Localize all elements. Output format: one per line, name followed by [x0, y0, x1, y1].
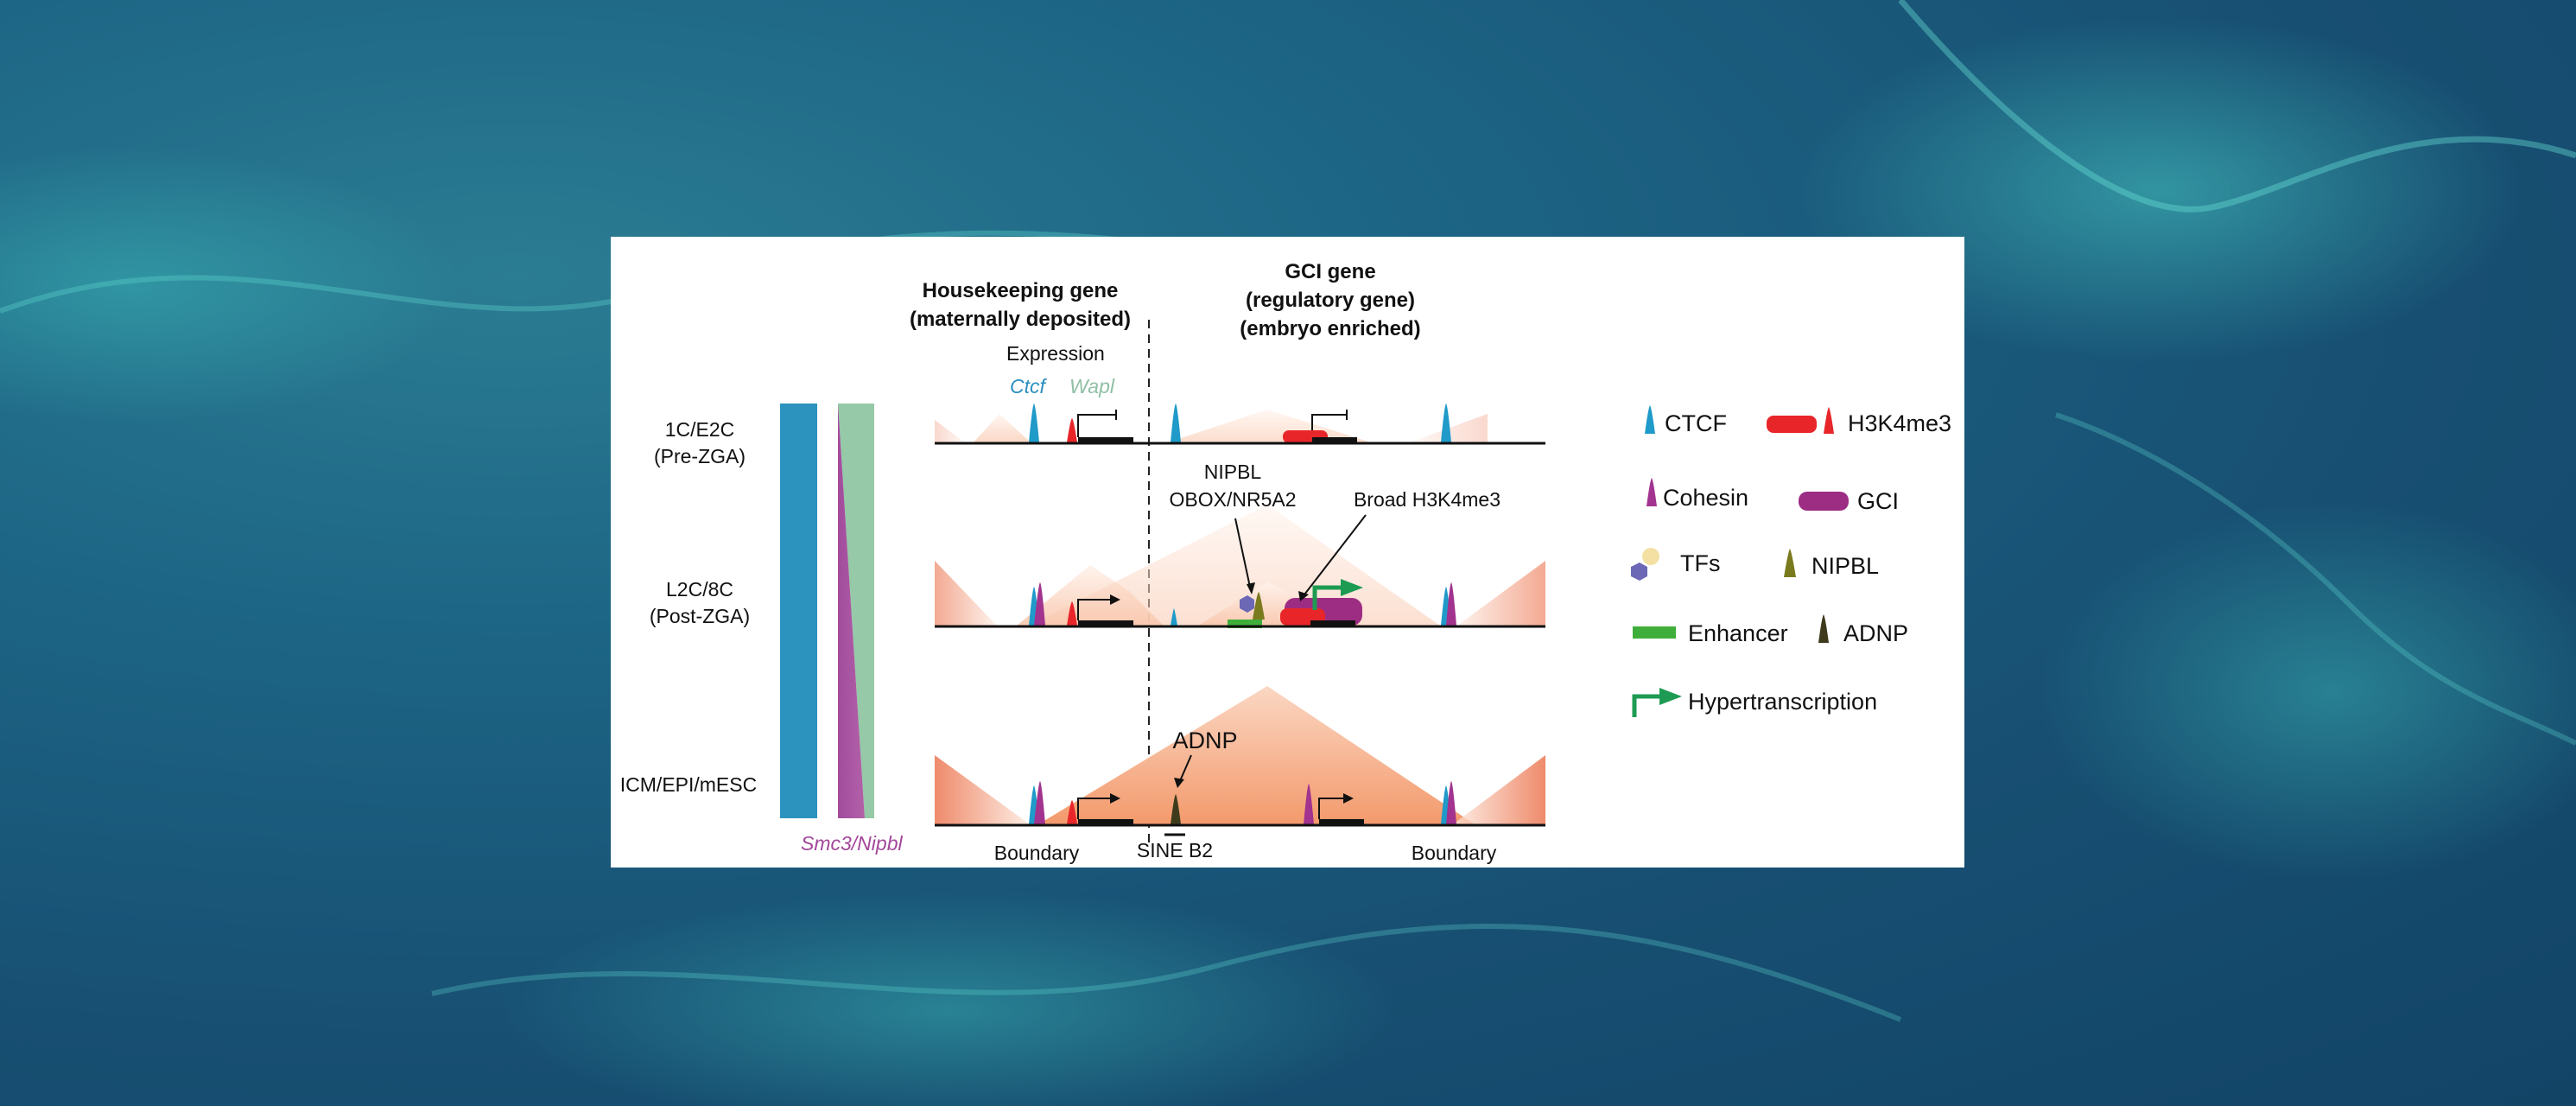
- ctcf-peak: [1029, 404, 1039, 442]
- h3k4me3-peak: [1067, 418, 1077, 442]
- smc3-nipbl-expression-bar: [838, 404, 865, 818]
- tad-left-faint: [935, 414, 1031, 442]
- expression-title: Expression: [1006, 342, 1105, 365]
- cohesin-peak: [1446, 781, 1456, 824]
- housekeeping-heading-line1: Housekeeping gene: [923, 279, 1119, 302]
- tss-arrow: [1077, 414, 1116, 437]
- gci-heading-line3: (embryo enriched): [1240, 317, 1420, 340]
- broad-h3k4me3-annotation: Broad H3K4me3: [1354, 488, 1501, 511]
- nipbl-pointer-head: [1247, 582, 1255, 594]
- nipbl-annotation: NIPBL: [1204, 461, 1262, 483]
- smc3-nipbl-expression-label: Smc3/Nipbl: [801, 832, 903, 855]
- legend-hypertranscription-icon: [1632, 694, 1663, 717]
- tss-arrow: [1077, 798, 1112, 819]
- legend-adnp-icon: [1818, 614, 1829, 643]
- adnp-pointer: [1178, 754, 1192, 784]
- legend-h3k4me3-peak-icon: [1824, 407, 1834, 434]
- cohesin-peak: [1034, 781, 1045, 824]
- tad-left-edge-faint: [935, 420, 965, 442]
- tad-left: [935, 561, 997, 626]
- ctcf-peak: [1441, 404, 1451, 442]
- stage-1-line2: (Pre-ZGA): [654, 445, 746, 467]
- legend: CTCF H3K4me3 Cohesin GCI TFs NIPBL Enhan…: [1631, 405, 1951, 717]
- track-icm-epi-mesc: [935, 686, 1545, 836]
- legend-cohesin-label: Cohesin: [1663, 485, 1748, 511]
- ctcf-peak: [1171, 404, 1181, 442]
- adnp-annotation: ADNP: [1172, 728, 1237, 753]
- gene-body: [1312, 437, 1357, 443]
- legend-ctcf-label: CTCF: [1665, 410, 1727, 436]
- h3k4me3-peak: [1067, 601, 1077, 626]
- legend-hypertranscription-arrowhead: [1659, 688, 1682, 705]
- hypertranscription-arrowhead: [1341, 579, 1363, 596]
- wapl-expression-label: Wapl: [1069, 375, 1115, 397]
- legend-tf-blue-icon: [1631, 563, 1647, 581]
- adnp-peak: [1171, 794, 1181, 824]
- adnp-pointer-head: [1174, 778, 1184, 788]
- tad-large-soft: [1030, 505, 1440, 626]
- tss-arrowhead: [1110, 793, 1120, 804]
- gene-body: [1078, 819, 1133, 825]
- h3k4me3-pointer-head: [1298, 591, 1309, 601]
- tad-large: [1038, 686, 1475, 824]
- tad-right: [1457, 561, 1545, 626]
- tss-arrow: [1077, 599, 1112, 620]
- boundary-right-label: Boundary: [1412, 842, 1497, 864]
- h3k4me3-peak: [1067, 800, 1077, 824]
- legend-cohesin-icon: [1646, 478, 1657, 506]
- wapl-expression-bar: [838, 404, 874, 818]
- boundary-left-label: Boundary: [994, 842, 1080, 864]
- gci-heading-line2: (regulatory gene): [1246, 289, 1415, 312]
- ctcf-expression-bar: [780, 404, 817, 818]
- tad-right: [1453, 755, 1545, 824]
- housekeeping-heading-line2: (maternally deposited): [910, 308, 1131, 331]
- tss-arrowhead: [1343, 793, 1354, 804]
- legend-h3k4me3-label: H3K4me3: [1848, 410, 1951, 436]
- stage-2-line2: (Post-ZGA): [650, 605, 750, 627]
- tss-arrow: [1318, 798, 1345, 819]
- enhancer-block: [1228, 620, 1262, 628]
- gci-heading-line1: GCI gene: [1285, 260, 1375, 283]
- cohesin-peak: [1304, 784, 1314, 824]
- legend-enhancer-icon: [1633, 626, 1676, 639]
- legend-tf-yellow-icon: [1642, 548, 1659, 565]
- legend-hypertranscription-label: Hypertranscription: [1688, 689, 1877, 715]
- gene-body: [1310, 620, 1355, 626]
- ctcf-peak-small: [1171, 608, 1177, 626]
- stage-1-line1: 1C/E2C: [665, 418, 735, 441]
- tss-arrow: [1311, 414, 1347, 430]
- legend-gci-label: GCI: [1857, 488, 1899, 514]
- ctcf-expression-label: Ctcf: [1010, 375, 1048, 397]
- h3k4me3-pointer: [1301, 514, 1367, 599]
- cohesin-peak: [1446, 582, 1456, 626]
- legend-adnp-label: ADNP: [1843, 620, 1908, 646]
- hypertranscription-arrow: [1312, 585, 1343, 610]
- gene-body: [1319, 819, 1364, 825]
- figure-panel: Housekeeping gene (maternally deposited)…: [611, 237, 1964, 868]
- legend-enhancer-label: Enhancer: [1688, 620, 1788, 646]
- obox-annotation: OBOX/NR5A2: [1170, 488, 1297, 511]
- cohesin-peak: [1034, 582, 1045, 626]
- gene-body: [1078, 620, 1133, 626]
- stage-3-line1: ICM/EPI/mESC: [620, 773, 757, 796]
- nipbl-pointer: [1234, 518, 1252, 592]
- legend-gci-icon: [1799, 492, 1849, 511]
- track-post-zga: [935, 505, 1545, 628]
- gene-body: [1078, 437, 1133, 443]
- legend-tfs-label: TFs: [1680, 550, 1721, 576]
- legend-ctcf-icon: [1645, 405, 1655, 434]
- legend-nipbl-icon: [1784, 549, 1796, 577]
- tf-hexagon: [1240, 595, 1254, 613]
- track-pre-zga: [935, 404, 1545, 445]
- legend-nipbl-label: NIPBL: [1811, 553, 1879, 579]
- tad-left: [935, 755, 1030, 824]
- tss-arrowhead: [1110, 594, 1120, 605]
- stage-2-line1: L2C/8C: [666, 578, 733, 601]
- legend-h3k4me3-broad-icon: [1767, 416, 1817, 433]
- sine-b2-label: SINE B2: [1137, 839, 1213, 861]
- nipbl-peak: [1253, 592, 1265, 620]
- gene-regulation-diagram: Housekeeping gene (maternally deposited)…: [620, 260, 1951, 864]
